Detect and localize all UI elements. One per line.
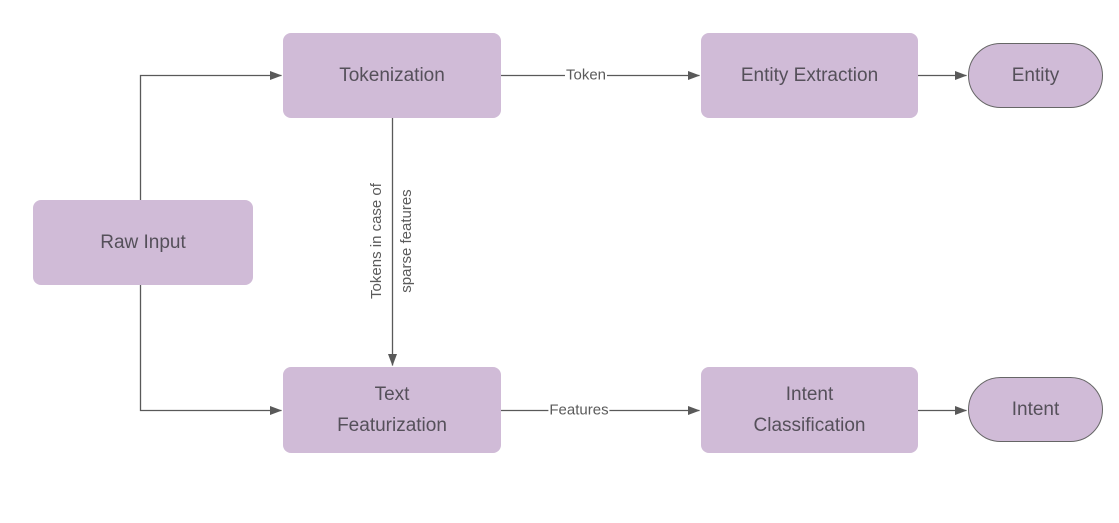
node-intent-terminator: Intent <box>968 377 1103 442</box>
node-text-featurization: Text Featurization <box>283 367 501 453</box>
edge-raw-input-to-tokenization <box>139 71 282 200</box>
node-raw-input-label: Raw Input <box>100 232 186 253</box>
edge-label-token: Token <box>564 66 608 84</box>
node-entity-extraction: Entity Extraction <box>701 33 918 118</box>
edge-label-features: Features <box>548 401 610 419</box>
node-intent-classification: Intent Classification <box>701 367 918 453</box>
node-text-featurization-label: Text Featurization <box>337 384 447 436</box>
node-tokenization: Tokenization <box>283 33 501 118</box>
node-tokenization-label: Tokenization <box>339 65 445 86</box>
edge-label-tokens-sparse: Tokens in case of sparse features <box>368 183 415 299</box>
node-intent-classification-label: Intent Classification <box>753 384 866 436</box>
node-entity-terminator: Entity <box>968 43 1103 108</box>
node-entity-extraction-label: Entity Extraction <box>740 65 879 86</box>
node-entity-label: Entity <box>1011 65 1060 86</box>
edge-raw-input-to-text-featurization <box>139 285 282 415</box>
node-intent-label: Intent <box>1011 399 1060 420</box>
node-raw-input: Raw Input <box>33 200 253 285</box>
